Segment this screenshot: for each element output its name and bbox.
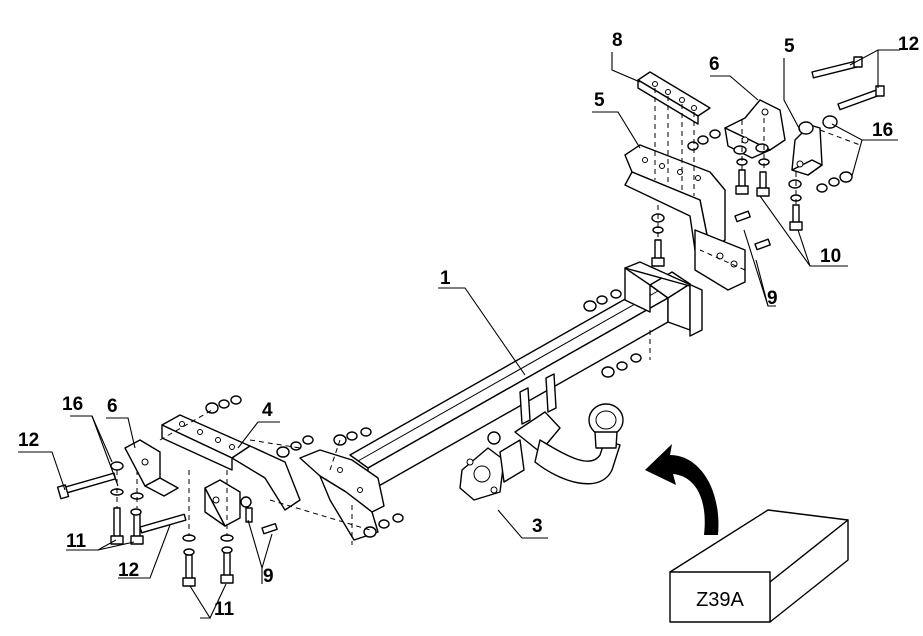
callout-11-bottom: 11 [214, 599, 235, 620]
callout-9-left: 9 [263, 566, 274, 587]
callout-6-right: 6 [709, 54, 720, 75]
model-box: Z39A [669, 509, 849, 623]
callout-11-left: 11 [66, 531, 87, 552]
model-box-label: Z39A [696, 589, 744, 611]
left-bolts [56, 472, 278, 587]
callout-3: 3 [532, 516, 543, 537]
callout-8: 8 [612, 30, 623, 51]
callout-5-left: 5 [594, 90, 605, 111]
right-beam-plate [624, 261, 703, 337]
callout-6-left: 6 [107, 396, 118, 417]
callouts: 1 3 4 5 5 6 6 8 9 9 10 11 11 12 12 12 16… [18, 30, 919, 620]
right-alignment-lines [649, 88, 861, 360]
callout-5-right: 5 [784, 36, 795, 57]
left-washers-nuts [110, 395, 404, 556]
left-angle-bracket [124, 439, 241, 527]
left-alignment-lines [116, 409, 371, 545]
callout-9-right: 9 [767, 288, 778, 309]
small-right-bracket [791, 124, 823, 176]
tow-ball-assembly [514, 373, 624, 485]
right-bolts [651, 56, 885, 267]
callout-12-left: 12 [18, 430, 39, 451]
callout-1: 1 [440, 268, 451, 289]
left-beam-plate [299, 449, 385, 541]
callout-4: 4 [262, 400, 273, 421]
callout-16-left: 16 [62, 394, 83, 415]
callout-12-bottom: 12 [118, 560, 139, 581]
callout-16-right: 16 [872, 120, 893, 141]
right-side-bracket [624, 144, 746, 291]
direction-arrow [645, 444, 719, 535]
socket-plate [459, 431, 525, 501]
callout-12-right: 12 [898, 34, 919, 55]
upper-plate [637, 71, 711, 125]
leader-lines [18, 49, 900, 619]
callout-10: 10 [820, 246, 841, 267]
